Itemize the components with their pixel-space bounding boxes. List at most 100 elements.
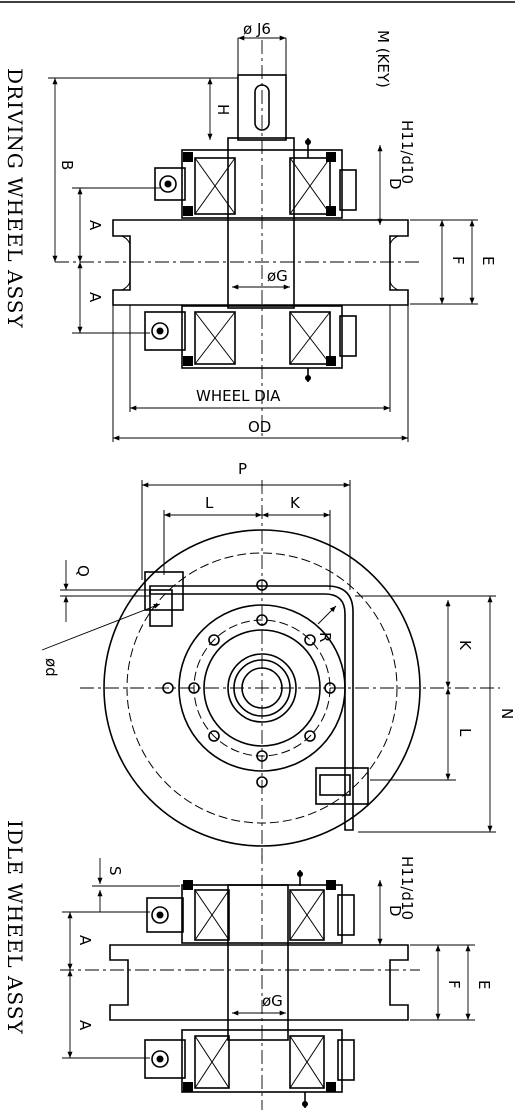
driving-lower-cap <box>339 315 357 357</box>
driving-upper-bolt-lug <box>154 167 186 201</box>
label-d: D <box>386 178 404 190</box>
driving-lower-bolt-lug <box>144 311 186 351</box>
driving-wheel-view: M (KEY) ø J6 H B H11/d10 D A A E F øG WH… <box>48 20 497 442</box>
hub-bolt-hole <box>324 682 336 694</box>
shaft-circle <box>241 667 283 709</box>
hub-boss-outer <box>227 653 297 723</box>
label-e-idle: E <box>475 980 493 989</box>
label-fit-idle: H11/d10 <box>398 856 416 920</box>
fastener <box>183 206 193 216</box>
idle-wheel-rim <box>109 944 409 1021</box>
mounting-bracket <box>149 585 354 831</box>
label-l-top: L <box>205 494 214 512</box>
label-q: Q <box>74 565 92 577</box>
driving-wheel-rim <box>112 219 409 306</box>
label-r: R <box>316 632 334 642</box>
bolt-center <box>164 180 172 188</box>
wheel-tread-circle <box>126 552 398 824</box>
driving-lower-housing <box>181 305 343 369</box>
bearing-cross <box>289 157 331 215</box>
hub-bolt-hole <box>162 682 174 694</box>
fastener <box>183 356 193 366</box>
leader-r <box>317 605 337 625</box>
driving-lower-bearing-right <box>289 311 331 365</box>
hub-bolt-hole <box>256 614 268 626</box>
idle-upper-cap <box>337 894 355 936</box>
idle-lower-housing <box>181 1029 343 1093</box>
bearing-cross <box>289 311 331 365</box>
wheel-outer-circle <box>103 529 421 847</box>
label-a-top-idle: A <box>76 935 94 946</box>
bearing-cross <box>289 889 325 941</box>
side-view: P L K Q ød K L N R <box>41 460 515 860</box>
label-wheel-dia: WHEEL DIA <box>196 387 281 405</box>
bracket-bolt-block-bottom <box>315 767 369 805</box>
title-driving-wheel-assy: DRIVING WHEEL ASSY <box>3 68 27 329</box>
driving-upper-bearing-left <box>194 157 236 215</box>
label-bore-idle: øG <box>262 992 283 1010</box>
label-key: M (KEY) <box>374 30 392 88</box>
label-f: F <box>449 256 467 265</box>
label-p: P <box>238 460 247 478</box>
fastener <box>326 356 336 366</box>
driving-keyway <box>254 84 270 131</box>
idle-lower-bearing-right <box>289 1035 325 1089</box>
hub-bolt-hole <box>188 682 200 694</box>
hub-bolt-hole <box>304 730 316 742</box>
label-small-d: ød <box>42 658 60 677</box>
idle-upper-bearing-left <box>194 889 230 941</box>
hub-bolt-hole <box>256 750 268 762</box>
idle-wheel-view: S H11/d10 D A A E F øG <box>60 850 493 1110</box>
lube-fitting-head <box>305 139 311 145</box>
bearing-cross <box>194 889 230 941</box>
hub-bolt-hole <box>208 730 220 742</box>
label-od: OD <box>248 418 271 436</box>
driving-upper-housing <box>181 149 343 219</box>
idle-lower-bolt <box>151 1050 169 1068</box>
label-a-bottom-idle: A <box>76 1020 94 1031</box>
fastener <box>326 1082 336 1092</box>
driving-shaft-extension <box>237 74 287 141</box>
hub-bolt-hole <box>208 634 220 646</box>
bearing-cross <box>289 1035 325 1089</box>
label-f-idle: F <box>445 980 463 989</box>
label-k-top: K <box>290 494 301 512</box>
label-n: N <box>498 708 515 719</box>
label-e: E <box>479 256 497 265</box>
label-d-idle: D <box>386 905 404 917</box>
lube-fitting-head <box>305 375 311 381</box>
driving-shaft <box>227 137 295 309</box>
bolt-center <box>156 327 164 335</box>
label-s: S <box>106 866 124 876</box>
idle-lower-bearing-left <box>194 1035 230 1089</box>
fastener <box>183 880 193 890</box>
idle-upper-bearing-right <box>289 889 325 941</box>
bolt-center <box>156 1055 164 1063</box>
label-l-right: L <box>456 728 474 737</box>
idle-upper-bolt-lug <box>146 897 184 933</box>
idle-shaft <box>227 884 289 1041</box>
bolt-circle <box>193 619 331 757</box>
fastener <box>183 152 193 162</box>
bracket-bolt-bottom <box>319 774 351 796</box>
label-fit: H11/d10 <box>398 120 416 184</box>
driving-lower-bolt <box>151 322 169 340</box>
hub-inner-circle <box>203 629 321 747</box>
driving-upper-cap <box>339 169 357 211</box>
label-b: B <box>58 160 76 170</box>
label-a-bottom: A <box>86 292 104 303</box>
bearing-cross <box>194 1035 230 1089</box>
driving-rim-groove <box>121 235 399 291</box>
fastener <box>326 206 336 216</box>
hub-bolt-hole <box>256 579 268 591</box>
hub-bolt-hole <box>256 776 268 788</box>
fastener <box>326 152 336 162</box>
label-k-right: K <box>456 640 474 651</box>
lube-fitting-head <box>297 871 303 877</box>
hub-bolt-hole <box>304 634 316 646</box>
leader-small-d <box>41 603 161 651</box>
hub-boss-mid <box>233 659 291 717</box>
lube-fitting-head <box>302 1101 308 1107</box>
driving-upper-bearing-right <box>289 157 331 215</box>
